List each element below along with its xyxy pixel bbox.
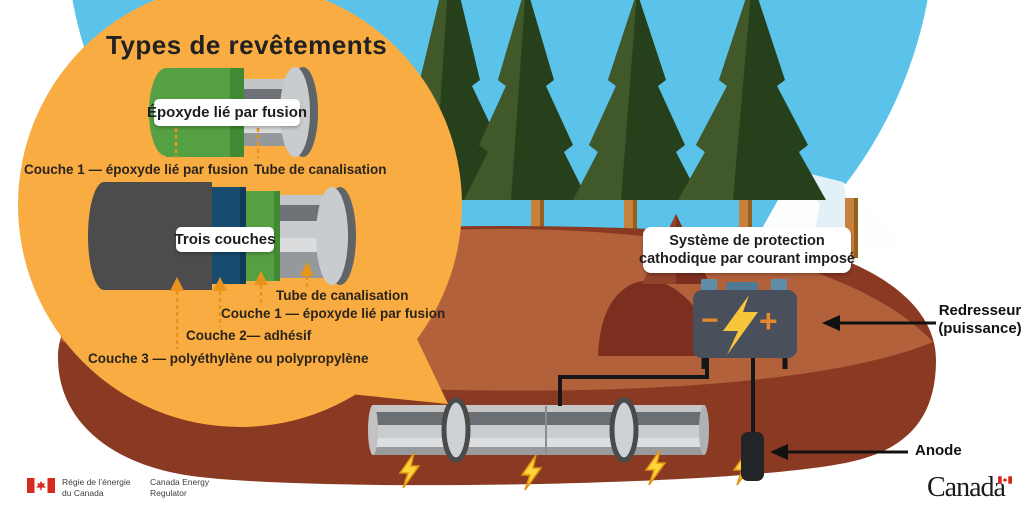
canada-flag-icon — [998, 476, 1012, 484]
arrowhead-up-icon — [300, 262, 314, 276]
agency-en-line1: Canada Energy — [150, 477, 210, 487]
tree-4 — [678, 0, 826, 200]
caption-fbe-pipe: Tube de canalisation — [254, 162, 387, 177]
agency-fr-line1: Régie de l’énergie — [62, 477, 131, 487]
minus-symbol: − — [701, 304, 719, 337]
caption-3l-pipe: Tube de canalisation — [276, 288, 409, 303]
tree-3 — [573, 0, 701, 200]
pipe-end-collar — [316, 187, 348, 285]
rectifier-label-line2: (puissance) — [938, 320, 1022, 337]
lightning-bolt-icon — [644, 449, 667, 486]
caption-3l-layer3: Couche 3 — polyéthylène ou polypropylène — [88, 351, 369, 366]
rectifier-label: Redresseur (puissance) — [936, 302, 1024, 338]
agency-en-line2: Regulator — [150, 487, 187, 498]
lightning-bolt-icon — [520, 454, 543, 491]
tree-2 — [464, 0, 588, 200]
caption-3l-layer2: Couche 2— adhésif — [186, 328, 312, 343]
pipe-flange — [609, 397, 639, 463]
plus-symbol: + — [759, 303, 778, 339]
label-fbe: Époxyde lié par fusion — [147, 99, 307, 126]
battery-terminal — [701, 279, 717, 292]
battery-terminal — [726, 282, 758, 292]
agency-fr-line2: du Canada — [62, 487, 104, 498]
system-label-line2: cathodique par courant imposé — [639, 251, 855, 267]
arrowhead-up-icon — [254, 271, 268, 285]
wire-to-pipeline — [558, 357, 709, 406]
canada-wordmark: Canada — [927, 472, 1006, 503]
arrowhead-up-icon — [213, 277, 227, 291]
anode-rod — [741, 432, 764, 481]
label-three-layer: Trois couches — [175, 227, 275, 252]
caption-3l-layer1: Couche 1 — époxyde lié par fusion — [221, 306, 446, 321]
agency-name-fr: Régie de l’énergie du Canada — [62, 477, 131, 498]
arrowhead-left-icon — [770, 444, 788, 460]
arrowhead-up-icon — [170, 277, 184, 291]
system-label-line1: Système de protection — [669, 233, 825, 249]
impressed-current-battery-icon — [693, 279, 797, 358]
canada-flag-icon — [27, 478, 55, 493]
pipeline-pipe — [368, 397, 709, 463]
anode-label: Anode — [915, 442, 962, 459]
agency-name-en: Canada Energy Regulator — [150, 477, 209, 498]
label-cathodic-system: Système de protection cathodique par cou… — [639, 227, 855, 273]
battery-terminal — [771, 279, 787, 292]
lightning-bolt-icon — [723, 295, 758, 355]
arrowhead-left-icon — [822, 315, 840, 331]
pipe-flange — [441, 397, 471, 463]
rectifier-label-line1: Redresseur — [938, 302, 1022, 319]
hill — [598, 280, 706, 356]
caption-fbe-layer1: Couche 1 — époxyde lié par fusion — [24, 162, 249, 177]
callout-arrows — [770, 315, 936, 460]
lightning-bolt-icon — [398, 452, 421, 489]
bubble-title: Types de revêtements — [106, 30, 388, 60]
